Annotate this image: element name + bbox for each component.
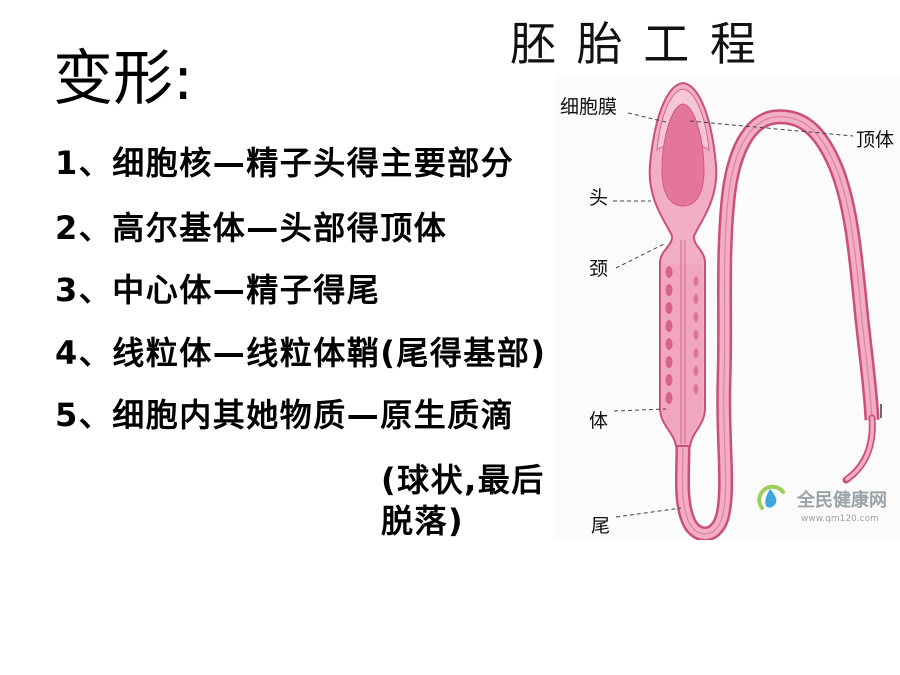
note-line: 脱落) [381, 502, 465, 540]
list-item: 5、细胞内其她物质—原生质滴 [55, 396, 515, 434]
mitochondrion-dot [665, 284, 673, 296]
mitochondrion-dot [693, 384, 699, 394]
tail-axis [681, 116, 873, 535]
mitochondrion-dot [665, 302, 673, 314]
mitochondrion-dot [693, 312, 699, 322]
label-body: 体 [589, 410, 608, 432]
mitochondrion-dot [693, 276, 699, 286]
leader-line-body [613, 408, 667, 412]
watermark-url: www.qm120.com [801, 514, 879, 524]
list-item: 1、细胞核—精子头得主要部分 [55, 144, 515, 182]
mitochondrion-dot [665, 266, 673, 278]
mitochondrion-dot [693, 348, 699, 358]
section-heading: 变形: [53, 44, 194, 114]
leader-line-tail [615, 507, 682, 518]
watermark-logo [757, 484, 785, 510]
label-acrosome: 顶体 [856, 129, 894, 151]
mitochondrion-dot [665, 374, 673, 386]
watermark-logo-arc [757, 484, 785, 510]
label-head: 头 [589, 187, 608, 209]
sperm-tail [674, 109, 880, 540]
watermark-name: 全民健康网 [796, 489, 887, 511]
tail-end-fill [845, 416, 875, 481]
leader-line-neck [615, 243, 665, 269]
list-item: 3、中心体—精子得尾 [55, 271, 381, 309]
list-item: 4、线粒体—线粒体鞘(尾得基部) [55, 334, 547, 372]
label-tail: 尾 [591, 515, 610, 537]
mitochondrion-dot [693, 294, 699, 304]
mitochondrion-dot [665, 320, 673, 332]
mitochondrion-dot [693, 366, 699, 376]
watermark-logo-drop [765, 489, 777, 508]
note-line: (球状,最后 [381, 461, 545, 499]
list-item: 2、高尔基体—头部得顶体 [55, 209, 448, 247]
slide-title: 胚 胎 工 程 [510, 17, 759, 71]
mitochondrion-dot [665, 338, 673, 350]
label-cell-membrane: 细胞膜 [560, 96, 617, 118]
sperm-diagram: 细胞膜 顶体 头 颈 体 尾 全民健康网 www.qm120.com [555, 75, 900, 540]
label-neck: 颈 [589, 258, 608, 280]
mitochondrion-dot [665, 392, 673, 404]
mitochondrion-dot [665, 356, 673, 368]
mitochondrion-dot [693, 330, 699, 340]
leader-line-acrosome [689, 120, 854, 137]
nucleus [661, 103, 705, 207]
sperm-body [648, 81, 718, 447]
